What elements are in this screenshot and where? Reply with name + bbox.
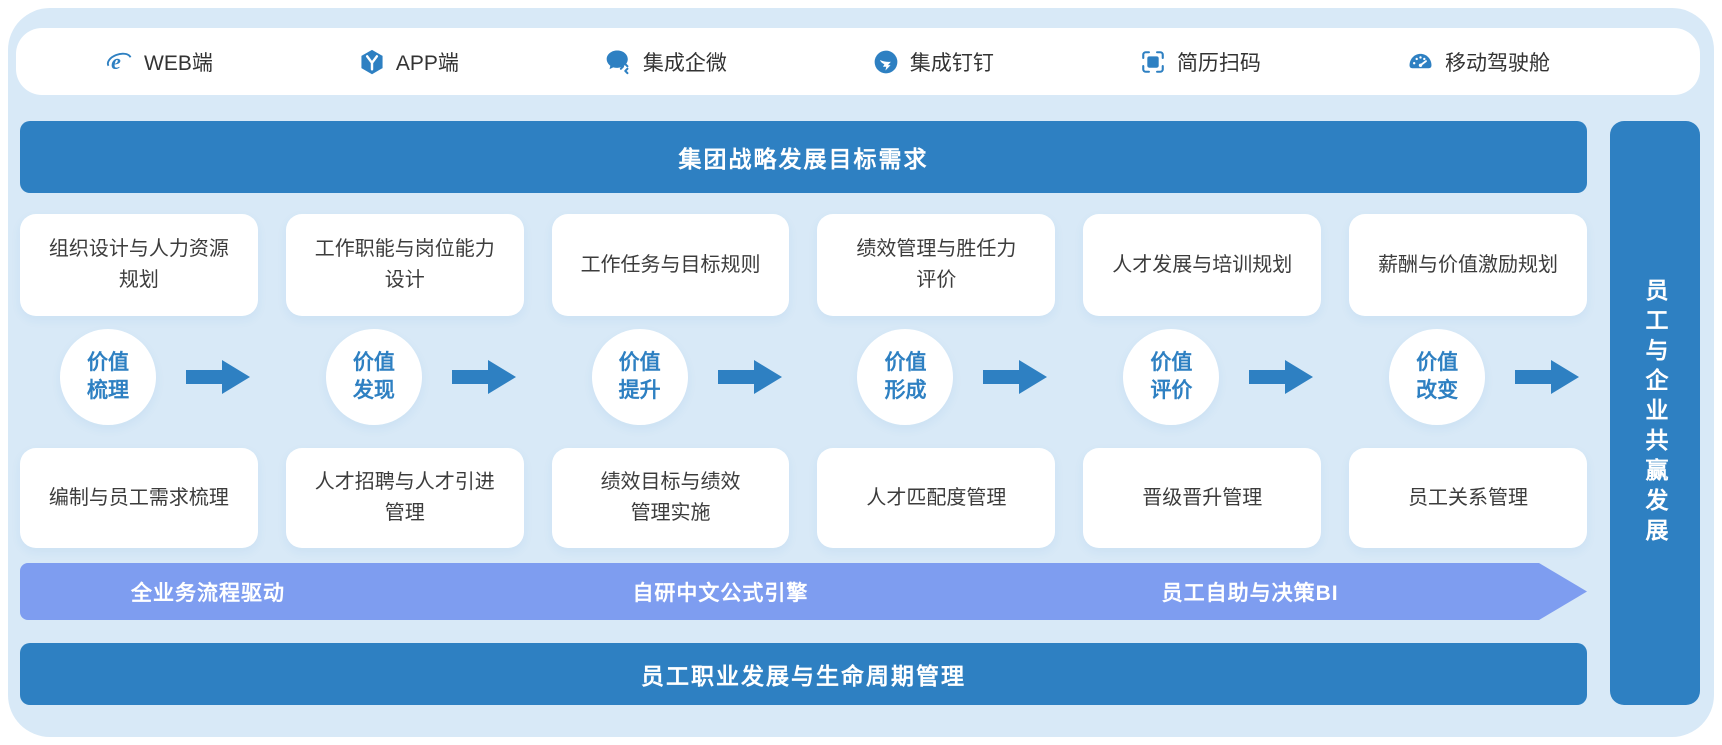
value-step: 价值 梳理 xyxy=(20,327,258,427)
value-step-line1: 价值 xyxy=(352,350,395,374)
access-item-resume-scan: 简历扫码 xyxy=(1140,47,1261,77)
value-step-line2: 评价 xyxy=(1150,379,1193,402)
value-step-line1: 价值 xyxy=(1416,350,1459,374)
access-item-label: 移动驾驶舱 xyxy=(1444,51,1550,75)
win-win-side-bar: 员工与企业共赢发展 xyxy=(1610,121,1700,705)
execution-card: 绩效目标与绩效 管理实施 xyxy=(551,448,790,548)
value-step-circle: 价值 评价 xyxy=(1123,329,1220,425)
execution-card: 人才招聘与人才引进 管理 xyxy=(285,448,524,548)
arrow-right-icon xyxy=(1515,357,1581,397)
engine-banner-label: 自研中文公式引擎 xyxy=(632,581,809,605)
strategy-banner-label: 集团战略发展目标需求 xyxy=(678,146,929,172)
access-item-app: APP端 xyxy=(359,47,459,77)
app-icon xyxy=(359,49,385,75)
access-item-label: 简历扫码 xyxy=(1176,51,1261,75)
value-steps-row: 价值 梳理 价值 发现 价值 提升 xyxy=(20,327,1587,427)
value-step-line1: 价值 xyxy=(618,350,661,374)
value-step: 价值 评价 xyxy=(1083,327,1321,427)
planning-card: 工作任务与目标规则 xyxy=(551,214,790,316)
planning-card: 人才发展与培训规划 xyxy=(1083,214,1322,316)
value-step-line2: 提升 xyxy=(618,379,661,402)
value-step-circle: 价值 形成 xyxy=(857,329,954,425)
wecom-icon xyxy=(605,48,632,75)
value-step: 价值 改变 xyxy=(1349,327,1587,427)
value-step-circle: 价值 梳理 xyxy=(60,329,156,425)
execution-card: 人才匹配度管理 xyxy=(817,448,1056,548)
lifecycle-banner: 员工职业发展与生命周期管理 xyxy=(20,643,1587,705)
access-channels-bar: e WEB端 APP端 集成企微 xyxy=(16,28,1700,95)
access-item-wecom: 集成企微 xyxy=(605,47,727,77)
strategy-banner: 集团战略发展目标需求 xyxy=(20,121,1587,193)
execution-card: 编制与员工需求梳理 xyxy=(20,448,258,548)
access-item-label: WEB端 xyxy=(144,51,213,75)
value-step-line2: 形成 xyxy=(884,379,927,402)
value-step: 价值 提升 xyxy=(552,327,790,427)
arrow-right-icon xyxy=(1249,357,1315,397)
arrow-right-icon xyxy=(186,357,252,397)
value-step-circle: 价值 提升 xyxy=(591,329,688,425)
access-item-dingtalk: 集成钉钉 xyxy=(873,47,994,77)
execution-card: 员工关系管理 xyxy=(1349,448,1587,548)
arrow-right-icon xyxy=(983,357,1049,397)
planning-card: 薪酬与价值激励规划 xyxy=(1349,214,1587,316)
planning-card: 组织设计与人力资源 规划 xyxy=(20,214,258,316)
value-step: 价值 发现 xyxy=(286,327,524,427)
dashboard-icon xyxy=(1407,48,1434,75)
planning-card: 绩效管理与胜任力 评价 xyxy=(817,214,1056,316)
access-item-dashboard: 移动驾驶舱 xyxy=(1407,47,1550,77)
dingtalk-icon xyxy=(873,49,899,75)
execution-cards-row: 编制与员工需求梳理 人才招聘与人才引进 管理 绩效目标与绩效 管理实施 人才匹配… xyxy=(20,448,1587,548)
value-step-line2: 发现 xyxy=(352,379,395,402)
web-icon: e xyxy=(106,48,133,75)
arrow-right-icon xyxy=(717,357,784,397)
planning-cards-row: 组织设计与人力资源 规划 工作职能与岗位能力 设计 工作任务与目标规则 绩效管理… xyxy=(20,214,1587,316)
value-step-line2: 改变 xyxy=(1416,379,1459,402)
planning-card: 工作职能与岗位能力 设计 xyxy=(285,214,524,316)
access-item-label: APP端 xyxy=(395,51,459,75)
svg-text:e: e xyxy=(111,49,121,74)
engine-arrow-banner: 全业务流程驱动 自研中文公式引擎 员工自助与决策BI xyxy=(20,563,1587,620)
value-step-circle: 价值 改变 xyxy=(1389,329,1486,425)
value-step-line1: 价值 xyxy=(1150,350,1193,374)
value-step-line2: 梳理 xyxy=(87,379,129,402)
resume-scan-icon xyxy=(1140,49,1166,75)
engine-banner-label: 员工自助与决策BI xyxy=(1161,581,1339,605)
arrow-right-icon xyxy=(451,357,518,397)
access-item-label: 集成钉钉 xyxy=(909,51,994,75)
lifecycle-banner-label: 员工职业发展与生命周期管理 xyxy=(641,663,966,689)
win-win-side-bar-label: 员工与企业共赢发展 xyxy=(1642,278,1668,548)
access-item-label: 集成企微 xyxy=(642,51,727,75)
execution-card: 晋级晋升管理 xyxy=(1083,448,1322,548)
value-step-line1: 价值 xyxy=(884,350,927,374)
access-item-web: e WEB端 xyxy=(106,47,213,77)
engine-banner-label: 全业务流程驱动 xyxy=(131,581,286,605)
value-step-circle: 价值 发现 xyxy=(325,329,422,425)
value-step: 价值 形成 xyxy=(817,327,1055,427)
value-step-line1: 价值 xyxy=(87,350,129,374)
